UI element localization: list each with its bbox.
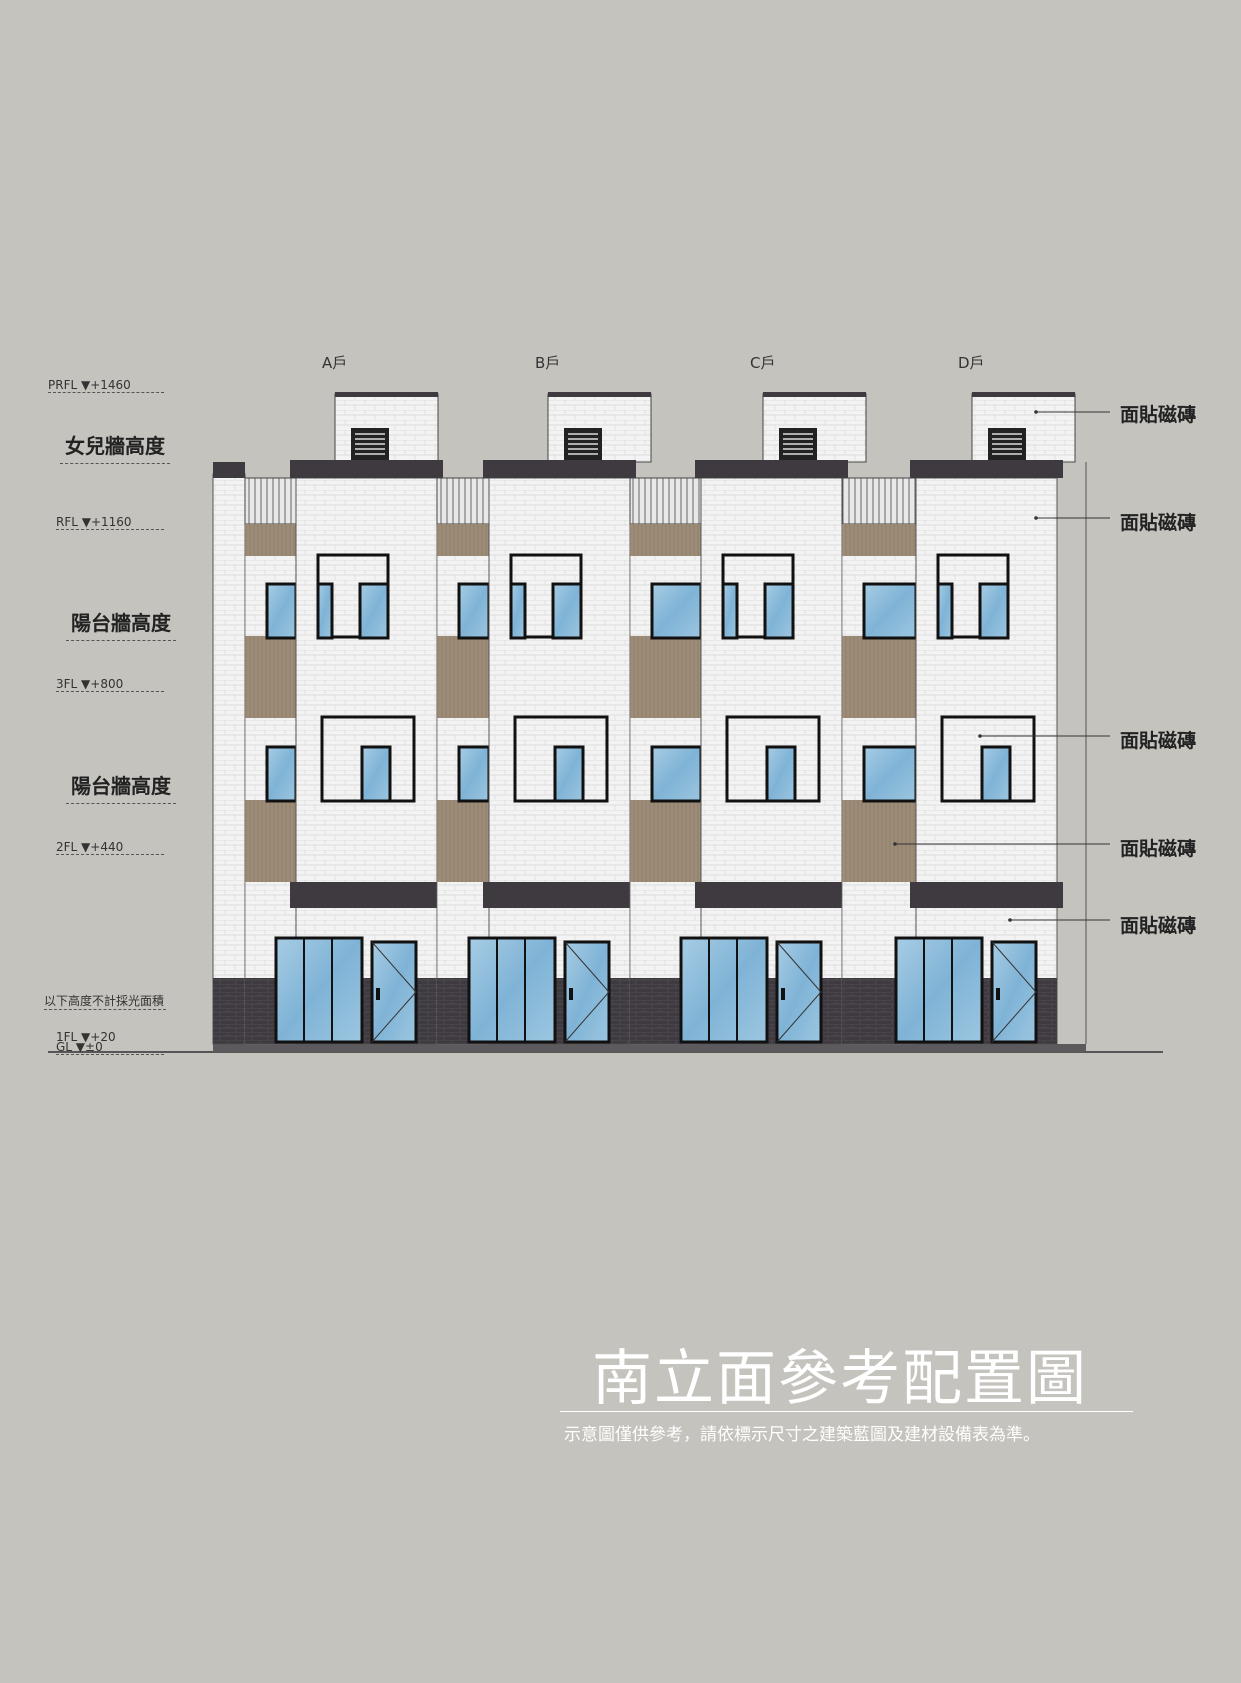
stair-tower-cap-c — [763, 392, 866, 397]
roof-railing-c — [629, 477, 702, 525]
window-2f-a — [360, 745, 392, 803]
roof-railing-b — [436, 477, 490, 525]
window-3f-right-a — [358, 582, 390, 640]
window-2f-d — [980, 745, 1012, 803]
callout-dot-3 — [893, 842, 897, 846]
callout-dot-0 — [1034, 410, 1038, 414]
level-3fl: 3FL ▼+800 — [56, 677, 164, 692]
bay-wood-low-b — [437, 800, 489, 882]
end-wall-base — [213, 978, 245, 1044]
unit-canopy-a — [290, 882, 443, 908]
window-3f-left-b — [509, 582, 527, 640]
door-handle-a — [376, 988, 380, 1000]
bay-window-lower-c — [650, 745, 703, 803]
bay-wood-mid-a — [245, 636, 296, 718]
unit-label-a: A戶 — [322, 354, 348, 372]
end-wall-cap — [213, 462, 245, 478]
zone-balcony-height-lower: 陽台牆高度 — [66, 770, 176, 804]
level-1fl: 1FL ▼+20 — [56, 1030, 116, 1044]
callout-tile-wood-panel: 面貼磁磚 — [1120, 838, 1197, 860]
bay-window-upper-b — [457, 582, 491, 640]
window-3f-left-c — [721, 582, 739, 640]
unit-canopy-d — [910, 882, 1063, 908]
level-gl: GL ▼±0 — [56, 1040, 164, 1055]
level-rfl: RFL ▼+1160 — [56, 515, 164, 530]
unit-parapet-b — [483, 460, 636, 478]
stair-tower-cap-b — [548, 392, 651, 397]
door-swing-b — [564, 941, 610, 1043]
bay-wood-mid-b — [437, 636, 489, 718]
level-2fl: 2FL ▼+440 — [56, 840, 164, 855]
bay-wood-top-a — [245, 524, 296, 556]
callout-dot-2 — [978, 734, 982, 738]
tower-vent-b — [564, 428, 602, 462]
unit-label-c: C戶 — [750, 354, 776, 372]
page-caption: 示意圖僅供參考，請依標示尺寸之建築藍圖及建材設備表為準。 — [564, 1425, 1040, 1445]
bay-wood-low-c — [630, 800, 701, 882]
window-2f-c — [765, 745, 797, 803]
callout-tile-ground-wall: 面貼磁磚 — [1120, 915, 1197, 937]
zone-parapet-height: 女兒牆高度 — [60, 430, 170, 464]
bay-wood-top-c — [630, 524, 701, 556]
zone-below-note: 以下高度不計採光面積 — [44, 994, 166, 1010]
level-prfl: PRFL ▼+1460 — [48, 378, 164, 393]
bay-wood-mid-c — [630, 636, 701, 718]
callout-tile-window-frame: 面貼磁磚 — [1120, 730, 1197, 752]
callout-tile-roof: 面貼磁磚 — [1120, 404, 1197, 426]
bay-window-lower-d — [862, 745, 918, 803]
page-title: 南立面參考配置圖 — [592, 1344, 1088, 1414]
window-3f-left-d — [936, 582, 954, 640]
shop-glass-b — [467, 936, 557, 1044]
callout-dot-1 — [1034, 516, 1038, 520]
door-swing-a — [371, 941, 417, 1043]
bay-wood-top-b — [437, 524, 489, 556]
window-3f-right-b — [551, 582, 583, 640]
unit-label-d: D戶 — [958, 354, 985, 372]
title-divider — [560, 1411, 1133, 1412]
bay-wood-low-a — [245, 800, 296, 882]
shop-glass-d — [894, 936, 984, 1044]
callout-dot-4 — [1008, 918, 1012, 922]
tower-vent-a — [351, 428, 389, 462]
tower-vent-d — [988, 428, 1026, 462]
end-wall — [212, 473, 246, 1045]
door-swing-d — [991, 941, 1037, 1043]
unit-canopy-b — [483, 882, 636, 908]
stair-tower-cap-a — [335, 392, 438, 397]
door-handle-b — [569, 988, 573, 1000]
bay-wood-low-d — [842, 800, 916, 882]
door-handle-c — [781, 988, 785, 1000]
unit-label-b: B戶 — [535, 354, 561, 372]
window-2f-b — [553, 745, 585, 803]
roof-railing-a — [244, 477, 297, 525]
window-3f-right-c — [763, 582, 795, 640]
bay-window-lower-a — [265, 745, 298, 803]
shop-glass-a — [274, 936, 364, 1044]
bay-wood-mid-d — [842, 636, 916, 718]
unit-parapet-d — [910, 460, 1063, 478]
ground-gravel — [213, 1044, 1086, 1052]
bay-window-upper-d — [862, 582, 918, 640]
bay-wood-top-d — [842, 524, 916, 556]
unit-parapet-c — [695, 460, 848, 478]
callout-tile-upper-wall: 面貼磁磚 — [1120, 512, 1197, 534]
unit-parapet-a — [290, 460, 443, 478]
door-handle-d — [996, 988, 1000, 1000]
stair-tower-cap-d — [972, 392, 1075, 397]
shop-glass-c — [679, 936, 769, 1044]
tower-vent-c — [779, 428, 817, 462]
window-3f-left-a — [316, 582, 334, 640]
unit-canopy-c — [695, 882, 848, 908]
zone-balcony-height-upper: 陽台牆高度 — [66, 607, 176, 641]
roof-railing-d — [841, 477, 917, 525]
bay-window-upper-c — [650, 582, 703, 640]
window-3f-right-d — [978, 582, 1010, 640]
bay-window-lower-b — [457, 745, 491, 803]
bay-window-upper-a — [265, 582, 298, 640]
door-swing-c — [776, 941, 822, 1043]
